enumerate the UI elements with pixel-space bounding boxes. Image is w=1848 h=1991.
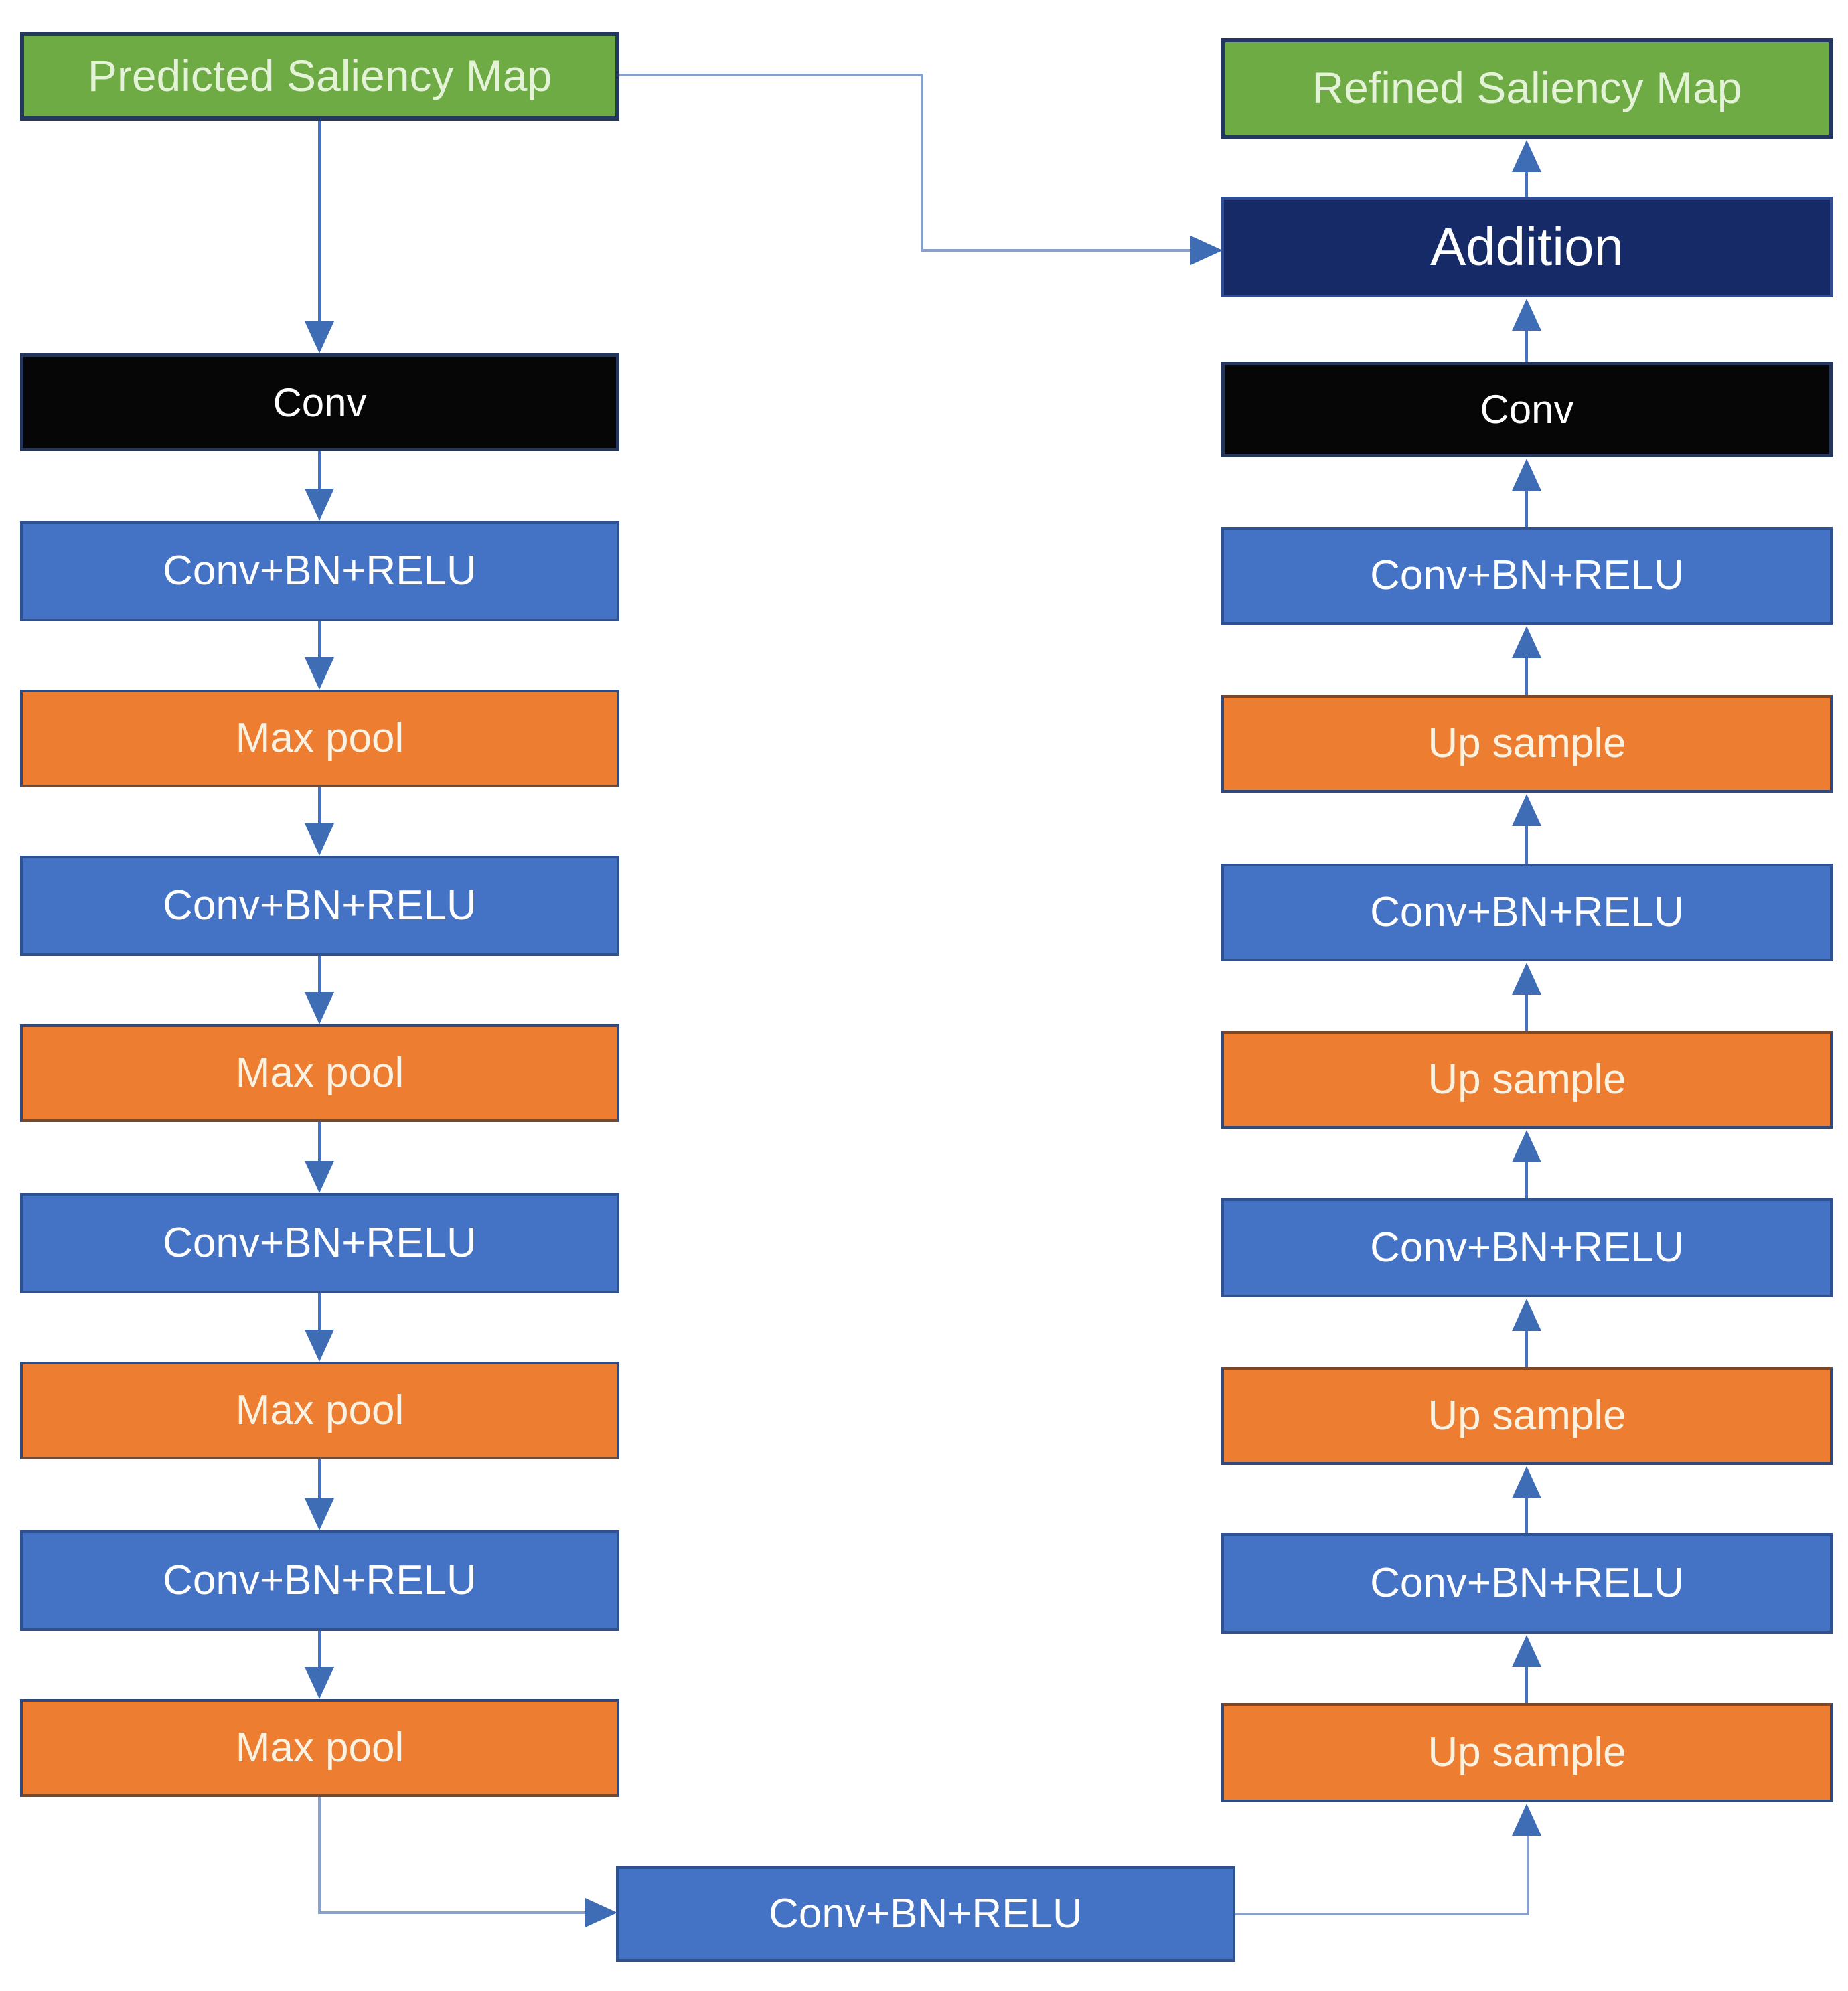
- arrow-us3-to-cbr-r3-head: [1512, 1299, 1541, 1331]
- arrow-mp3-to-cbr4-line: [318, 1459, 321, 1498]
- node-predicted-saliency-map: Predicted Saliency Map: [20, 32, 619, 121]
- arrow-addition-to-refined-line: [1525, 172, 1528, 197]
- arrow-cbr-r4-to-us3-head: [1512, 1466, 1541, 1498]
- node-label: Conv+BN+RELU: [1370, 552, 1684, 599]
- elbow-mp4-to-bottleneck-vertical: [318, 1797, 321, 1914]
- arrow-us1-to-cbr-r1-line: [1525, 658, 1528, 695]
- node-label: Up sample: [1428, 720, 1626, 767]
- node-up-sample-1: Up sample: [1221, 695, 1833, 793]
- node-conv-input: Conv: [20, 353, 619, 451]
- node-label: Conv+BN+RELU: [1370, 1560, 1684, 1607]
- skip-connector-segment-vertical: [921, 74, 923, 252]
- node-label: Max pool: [235, 1387, 404, 1434]
- arrow-mp3-to-cbr4-head: [305, 1498, 334, 1530]
- node-label: Up sample: [1428, 1729, 1626, 1776]
- arrow-conv-to-cbr1-line: [318, 451, 321, 489]
- node-label: Addition: [1430, 217, 1624, 276]
- arrow-cbr4-to-mp4-line: [318, 1631, 321, 1667]
- node-max-pool-1: Max pool: [20, 690, 619, 787]
- elbow-bottleneck-to-us4-horizontal: [1235, 1913, 1529, 1915]
- node-conv-bn-relu-2: Conv+BN+RELU: [20, 856, 619, 956]
- node-up-sample-3: Up sample: [1221, 1367, 1833, 1465]
- node-max-pool-3: Max pool: [20, 1362, 619, 1459]
- node-conv-bn-relu-r4: Conv+BN+RELU: [1221, 1533, 1833, 1634]
- node-label: Max pool: [235, 715, 404, 762]
- arrow-cbr3-to-mp3-line: [318, 1293, 321, 1330]
- arrow-cbr-r2-to-us1-line: [1525, 826, 1528, 864]
- node-conv-bn-relu-r3: Conv+BN+RELU: [1221, 1198, 1833, 1297]
- node-label: Predicted Saliency Map: [87, 51, 552, 101]
- node-label: Conv+BN+RELU: [1370, 1224, 1684, 1271]
- arrow-us2-to-cbr-r2-line: [1525, 995, 1528, 1031]
- arrow-mp1-to-cbr2-head: [305, 823, 334, 856]
- arrow-us1-to-cbr-r1-head: [1512, 626, 1541, 658]
- node-label: Conv: [1480, 387, 1574, 432]
- node-label: Conv: [273, 380, 367, 425]
- arrow-us4-to-cbr-r4-head: [1512, 1635, 1541, 1667]
- node-max-pool-2: Max pool: [20, 1024, 619, 1122]
- node-label: Conv+BN+RELU: [163, 1557, 477, 1604]
- node-conv-bn-relu-4: Conv+BN+RELU: [20, 1530, 619, 1631]
- node-max-pool-4: Max pool: [20, 1699, 619, 1797]
- arrow-cbr3-to-mp3-head: [305, 1330, 334, 1362]
- arrow-conv-to-addition-head: [1512, 299, 1541, 331]
- elbow-mp4-to-bottleneck-head: [585, 1898, 617, 1927]
- arrow-psm-to-conv-head: [305, 321, 334, 353]
- arrow-psm-to-conv-line: [318, 121, 321, 321]
- skip-connector-segment-top: [619, 74, 923, 76]
- arrow-cbr1-to-mp1-head: [305, 657, 334, 690]
- elbow-bottleneck-to-us4-vertical: [1527, 1836, 1529, 1915]
- node-conv-output: Conv: [1221, 362, 1833, 457]
- arrow-cbr-r1-to-conv-line: [1525, 491, 1528, 527]
- arrow-cbr4-to-mp4-head: [305, 1667, 334, 1699]
- node-addition: Addition: [1221, 197, 1833, 297]
- node-label: Conv+BN+RELU: [769, 1891, 1083, 1937]
- node-up-sample-2: Up sample: [1221, 1031, 1833, 1129]
- elbow-bottleneck-to-us4-head: [1512, 1804, 1541, 1836]
- node-label: Conv+BN+RELU: [163, 548, 477, 594]
- node-up-sample-4: Up sample: [1221, 1703, 1833, 1802]
- node-label: Conv+BN+RELU: [163, 882, 477, 929]
- arrow-cbr-r1-to-conv-head: [1512, 459, 1541, 491]
- arrow-mp2-to-cbr3-line: [318, 1122, 321, 1161]
- node-label: Up sample: [1428, 1392, 1626, 1439]
- arrow-addition-to-refined-head: [1512, 140, 1541, 172]
- node-label: Up sample: [1428, 1056, 1626, 1103]
- elbow-mp4-to-bottleneck-horizontal: [318, 1911, 585, 1914]
- arrow-conv-to-cbr1-head: [305, 489, 334, 521]
- node-label: Max pool: [235, 1050, 404, 1097]
- node-label: Refined Saliency Map: [1312, 63, 1742, 113]
- arrow-us3-to-cbr-r3-line: [1525, 1331, 1528, 1367]
- node-label: Conv+BN+RELU: [1370, 889, 1684, 936]
- arrow-cbr-r4-to-us3-line: [1525, 1498, 1528, 1533]
- node-conv-bn-relu-r2: Conv+BN+RELU: [1221, 864, 1833, 961]
- skip-connector-segment-bottom: [921, 249, 1190, 252]
- node-conv-bn-relu-3: Conv+BN+RELU: [20, 1193, 619, 1293]
- node-label: Max pool: [235, 1725, 404, 1771]
- node-conv-bn-relu-r1: Conv+BN+RELU: [1221, 527, 1833, 625]
- arrow-mp2-to-cbr3-head: [305, 1161, 334, 1193]
- arrow-cbr2-to-mp2-head: [305, 992, 334, 1024]
- node-refined-saliency-map: Refined Saliency Map: [1221, 38, 1833, 139]
- arrow-cbr-r3-to-us2-head: [1512, 1130, 1541, 1162]
- arrow-us2-to-cbr-r2-head: [1512, 963, 1541, 995]
- node-conv-bn-relu-1: Conv+BN+RELU: [20, 521, 619, 621]
- node-conv-bn-relu-bottleneck: Conv+BN+RELU: [616, 1866, 1235, 1962]
- arrow-cbr2-to-mp2-line: [318, 956, 321, 992]
- arrow-cbr1-to-mp1-line: [318, 621, 321, 657]
- arrow-cbr-r3-to-us2-line: [1525, 1162, 1528, 1198]
- arrow-cbr-r2-to-us1-head: [1512, 794, 1541, 826]
- arrow-conv-to-addition-line: [1525, 331, 1528, 362]
- node-label: Conv+BN+RELU: [163, 1220, 477, 1267]
- skip-connector-head: [1190, 236, 1223, 265]
- arrow-mp1-to-cbr2-line: [318, 787, 321, 823]
- arrow-us4-to-cbr-r4-line: [1525, 1667, 1528, 1703]
